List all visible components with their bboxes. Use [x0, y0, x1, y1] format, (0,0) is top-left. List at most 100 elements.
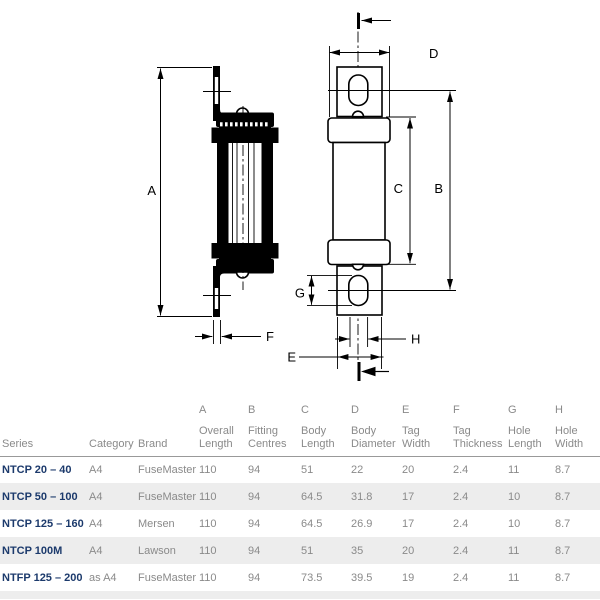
body-diameter-cell: 39.5	[351, 571, 373, 584]
dimension-b: B	[434, 91, 453, 290]
series-cell: NTFP 125 – 200	[2, 571, 83, 584]
brand-cell: Lawson	[138, 544, 176, 557]
dim-label-f: F	[266, 329, 274, 344]
dim-label-g: G	[295, 286, 305, 301]
category-cell: as A4	[89, 571, 117, 584]
category-cell: A4	[89, 490, 103, 503]
category-cell: A4	[89, 544, 103, 557]
series-cell: NTCP 125 – 160	[2, 517, 84, 530]
hole-width-cell: 8.7	[555, 490, 571, 503]
body-diameter-cell: 31.8	[351, 490, 373, 503]
dimension-h: H	[335, 317, 420, 347]
top-ferrule	[327, 117, 391, 144]
front-view-bottom-tag	[328, 263, 456, 316]
tag-width-cell: 20	[402, 463, 415, 476]
body-length-cell: 64.5	[301, 517, 323, 530]
series-cell: NTCP 50 – 100	[2, 490, 78, 503]
dimension-e: E	[287, 317, 384, 369]
dimension-f: F	[195, 320, 274, 344]
header-brand: Brand	[138, 400, 199, 457]
header-series: Series	[0, 400, 89, 457]
bottom-ferrule	[327, 239, 391, 266]
dim-label-e: E	[287, 350, 296, 365]
overall-length-cell: 110	[199, 463, 217, 476]
series-cell: NTCP 20 – 40	[2, 463, 72, 476]
side-view-body	[211, 106, 279, 290]
category-cell: A4	[89, 463, 103, 476]
side-view-bottom-tag	[203, 266, 233, 317]
overall-length-cell: 110	[199, 571, 217, 584]
tag-thickness-cell: 2.4	[453, 544, 469, 557]
fuse-front-view: D	[287, 12, 456, 381]
fitting-centres-cell: 94	[248, 463, 261, 476]
fuse-dimension-diagram: A F D	[147, 12, 456, 381]
fitting-centres-cell: 94	[248, 517, 261, 530]
fitting-centres-cell: 94	[248, 490, 261, 503]
body-diameter-cell: 26.9	[351, 517, 373, 530]
section-marker-top	[357, 13, 391, 29]
brand-cell: Mersen	[138, 517, 175, 530]
brand-cell: FuseMaster	[138, 571, 197, 584]
hole-width-cell: 8.7	[555, 571, 571, 584]
hole-width-cell: 8.7	[555, 517, 571, 530]
body-length-cell: 51	[301, 463, 314, 476]
tag-thickness-cell: 2.4	[453, 490, 469, 503]
tag-width-cell: 17	[402, 517, 415, 530]
table-row: NTFP 125 – 200 as A4 FuseMaster 110 94 7…	[0, 564, 600, 591]
body-diameter-cell: 22	[351, 463, 364, 476]
header-category: Category	[89, 400, 138, 457]
fuse-side-view: A F	[147, 66, 279, 344]
table-row: NTCP 125 – 160 A4 Mersen 110 94 64.5 26.…	[0, 510, 600, 537]
overall-length-cell: 110	[199, 490, 217, 503]
dimension-g: G	[295, 274, 352, 306]
brand-cell: FuseMaster	[138, 490, 197, 503]
front-view-top-tag	[328, 66, 456, 118]
dimension-a: A	[147, 67, 212, 317]
fitting-centres-cell: 94	[248, 571, 261, 584]
body-tube	[332, 141, 386, 241]
section-marker-bottom	[357, 362, 389, 381]
tag-thickness-cell: 2.4	[453, 517, 469, 530]
hole-length-cell: 11	[508, 544, 520, 557]
body-length-cell: 51	[301, 544, 314, 557]
dim-label-b: B	[434, 181, 443, 196]
dim-label-h: H	[411, 332, 420, 347]
dim-label-a: A	[147, 183, 156, 198]
hole-width-cell: 8.7	[555, 544, 571, 557]
dim-label-c: C	[394, 181, 403, 196]
overall-length-cell: 110	[199, 517, 217, 530]
body-diameter-cell: 35	[351, 544, 364, 557]
hole-width-cell: 8.7	[555, 463, 571, 476]
table-row: NTCP 20 – 40 A4 FuseMaster 110 94 51 22 …	[0, 456, 600, 483]
dimension-c: C	[386, 116, 416, 265]
next-row-peek	[0, 591, 600, 599]
table-row: NTCP 50 – 100 A4 FuseMaster 110 94 64.5 …	[0, 483, 600, 510]
tag-width-cell: 20	[402, 544, 415, 557]
fitting-centres-cell: 94	[248, 544, 261, 557]
body-length-cell: 73.5	[301, 571, 323, 584]
hole-length-cell: 10	[508, 490, 521, 503]
tag-width-cell: 17	[402, 490, 415, 503]
hole-length-cell: 11	[508, 571, 520, 584]
tag-width-cell: 19	[402, 571, 415, 584]
dim-label-d: D	[429, 46, 438, 61]
brand-cell: FuseMaster	[138, 463, 197, 476]
tag-thickness-cell: 2.4	[453, 463, 469, 476]
hole-length-cell: 11	[508, 463, 520, 476]
hole-length-cell: 10	[508, 517, 521, 530]
dimension-d: D	[329, 46, 438, 117]
table-row: NTCP 100M A4 Lawson 110 94 51 35 20 2.4 …	[0, 537, 600, 564]
tag-thickness-cell: 2.4	[453, 571, 469, 584]
front-view-body	[327, 117, 391, 266]
